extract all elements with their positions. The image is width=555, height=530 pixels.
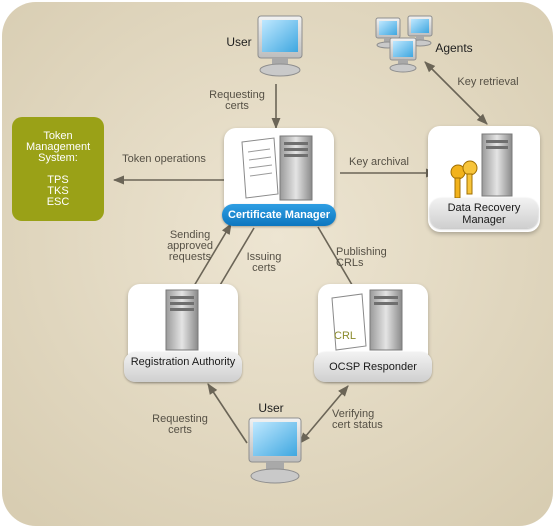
edge-label-requesting-certs-bottom: Requesting certs [152, 413, 208, 436]
edge-group [112, 61, 488, 444]
crl-icon [331, 293, 367, 351]
monitor-icon [248, 417, 302, 484]
server-icon [331, 289, 403, 351]
edge-label-issuing-certs: Issuing certs [246, 251, 282, 274]
server-icon [165, 289, 199, 351]
edge-label-key-archival: Key archival [349, 156, 409, 168]
edge-label-publishing-crls: Publishing CRLs [336, 246, 387, 269]
edge-publishing-crls [317, 226, 359, 296]
tms-item-tks: TKS [47, 185, 69, 197]
user-top-label: User [226, 35, 252, 49]
keys-icon [450, 160, 478, 199]
edge-label-token-operations: Token operations [122, 153, 206, 165]
server-icon [450, 133, 513, 199]
ra-label-base [124, 352, 242, 382]
edge-key-retrieval [424, 61, 488, 125]
certificate-manager-label: Certificate Manager [222, 204, 336, 226]
edge-label-verifying-cert-status: Verifying cert status [332, 408, 383, 431]
ra-label: Registration Authority [130, 356, 236, 368]
crl-tag: CRL [334, 330, 357, 342]
monitor-icon [257, 15, 303, 77]
edge-label-sending-approved-requests: Sending approved requests [167, 229, 213, 263]
agents-label: Agents [435, 41, 473, 55]
monitor-icon [375, 15, 433, 73]
certificate-icon [241, 137, 279, 199]
drm-label-base [430, 198, 538, 228]
user-bottom-label: User [258, 401, 284, 415]
certificate-manager-card [224, 128, 334, 216]
server-icon [241, 135, 313, 201]
token-management-system: Token Management System: TPS TKS ESC [12, 117, 104, 221]
edge-label-key-retrieval: Key retrieval [457, 76, 519, 88]
edge-verifying-status [299, 385, 349, 444]
ocsp-label: OCSP Responder [329, 361, 417, 373]
tms-title: Token Management System: [26, 130, 91, 164]
drm-label: Data Recovery Manager [447, 202, 521, 226]
edge-label-requesting-certs-top: Requesting certs [209, 89, 265, 112]
ocsp-label-base [314, 352, 432, 382]
tms-item-esc: ESC [46, 196, 70, 208]
tms-item-tps: TPS [47, 174, 69, 186]
edge-user-requesting-certs [207, 383, 248, 444]
